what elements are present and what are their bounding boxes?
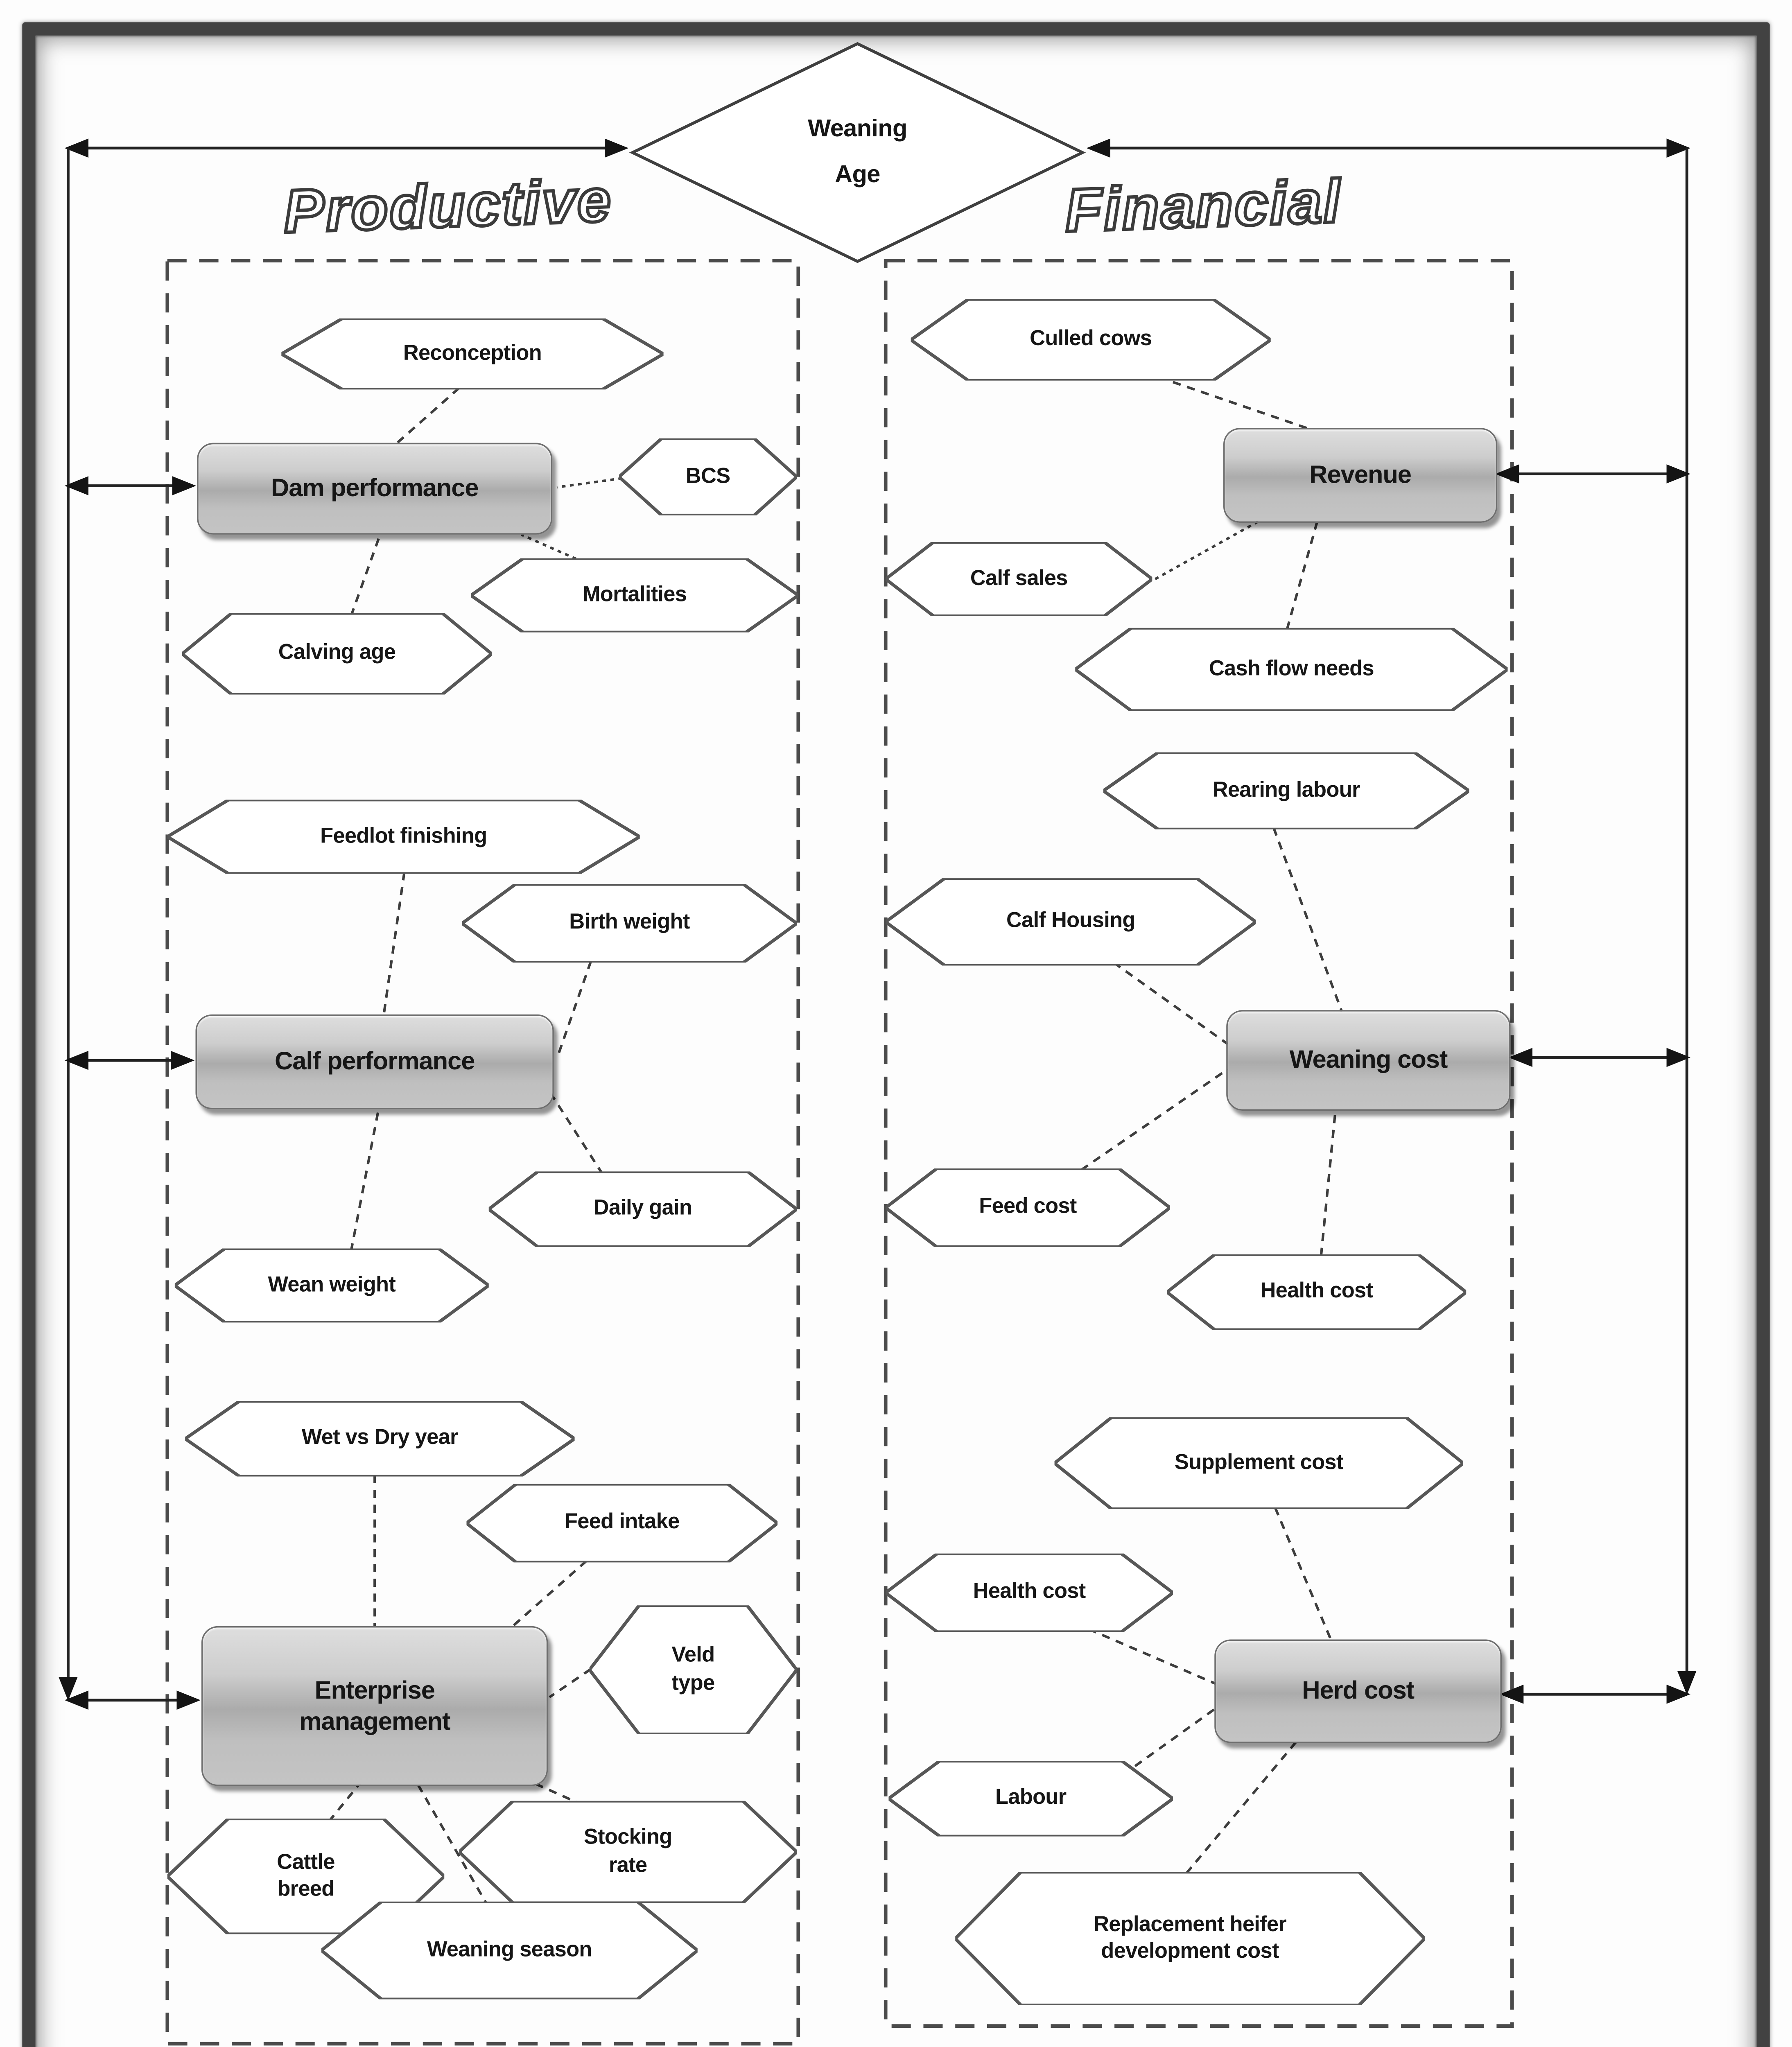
factor-birth-weight-label: Birth weight	[569, 911, 690, 935]
input-revenue: Revenue	[1223, 428, 1498, 523]
factor-weaning-season-label: Weaning season	[427, 1938, 592, 1962]
hexagon-shape	[911, 299, 1271, 381]
hexagon-shape	[466, 1484, 777, 1563]
factor-wet-vs-dry-year-label: Wet vs Dry year	[301, 1427, 459, 1451]
input-weaning-cost-label: Weaning cost	[1289, 1046, 1448, 1074]
factor-feed-intake: Feed intake	[466, 1484, 777, 1563]
factor-calf-housing: Calf Housing	[886, 878, 1256, 966]
factor-health-cost-weaning-label: Health cost	[1260, 1280, 1373, 1304]
factor-calf-sales-label: Calf sales	[970, 567, 1068, 591]
hexagon-shape	[185, 1401, 575, 1476]
outer-frame	[22, 22, 1770, 2047]
diamond-shape	[628, 41, 1087, 264]
factor-calving-age-label: Calving age	[278, 642, 396, 666]
factor-stocking-rate: Stocking rate	[459, 1801, 797, 1903]
hexagon-shape	[955, 1872, 1425, 2005]
factor-daily-gain-label: Daily gain	[593, 1197, 692, 1221]
factor-mortalities: Mortalities	[471, 558, 798, 633]
factor-cash-flow-needs-label: Cash flow needs	[1209, 657, 1374, 681]
hexagon-shape	[886, 1168, 1170, 1247]
hexagon-shape	[471, 558, 798, 633]
input-dam-performance-label: Dam performance	[271, 474, 479, 503]
factor-veld-type: Veld type	[589, 1605, 797, 1734]
input-herd-cost: Herd cost	[1214, 1639, 1502, 1743]
factor-feed-cost: Feed cost	[886, 1168, 1170, 1247]
factor-weaning-season: Weaning season	[321, 1901, 698, 2000]
factor-stocking-rate-label: Stocking rate	[583, 1826, 672, 1878]
section-title-productive: Productive	[281, 165, 615, 247]
decision-weaning-age: Weaning Age	[628, 41, 1087, 264]
input-calf-performance: Calf performance	[195, 1014, 554, 1109]
hexagon-shape	[1167, 1254, 1467, 1330]
factor-cash-flow-needs: Cash flow needs	[1075, 628, 1508, 711]
factor-rearing-labour-label: Rearing labour	[1212, 779, 1360, 803]
factor-health-cost-weaning: Health cost	[1167, 1254, 1467, 1330]
factor-cattle-breed-label: Cattle breed	[277, 1851, 335, 1902]
decision-weaning-age-label: Weaning Age	[808, 115, 907, 188]
input-weaning-cost: Weaning cost	[1226, 1010, 1511, 1111]
input-enterprise-management-label: Enterprise management	[299, 1676, 451, 1736]
hexagon-shape	[182, 613, 492, 695]
factor-reconception-label: Reconception	[403, 342, 542, 366]
input-herd-cost-label: Herd cost	[1302, 1677, 1415, 1705]
hexagon-shape	[462, 884, 797, 963]
hexagon-shape	[1054, 1417, 1463, 1509]
factor-daily-gain: Daily gain	[488, 1171, 797, 1247]
input-revenue-label: Revenue	[1309, 461, 1412, 490]
factor-birth-weight: Birth weight	[462, 884, 797, 963]
hexagon-shape	[1075, 628, 1508, 711]
factor-labour-label: Labour	[995, 1787, 1067, 1811]
factor-wean-weight: Wean weight	[174, 1248, 489, 1323]
factor-wet-vs-dry-year: Wet vs Dry year	[185, 1401, 575, 1476]
factor-supplement-cost-label: Supplement cost	[1174, 1451, 1343, 1475]
hexagon-shape	[886, 1553, 1173, 1632]
factor-feedlot-finishing: Feedlot finishing	[167, 800, 640, 874]
section-dashed-borders	[165, 259, 1514, 2046]
hexagon-shape	[1103, 752, 1469, 829]
hexagon-shape	[488, 1171, 797, 1247]
factor-culled-cows-label: Culled cows	[1030, 328, 1152, 352]
factor-calf-sales: Calf sales	[886, 542, 1152, 616]
factor-bcs: BCS	[619, 438, 797, 515]
hexagon-shape	[886, 542, 1152, 616]
factor-rearing-labour: Rearing labour	[1103, 752, 1469, 829]
factor-feed-intake-label: Feed intake	[564, 1511, 680, 1535]
factor-replacement-heifer-label: Replacement heifer development cost	[1094, 1913, 1287, 1964]
factor-feedlot-finishing-label: Feedlot finishing	[320, 825, 487, 849]
input-dam-performance: Dam performance	[197, 443, 553, 535]
factor-calving-age: Calving age	[182, 613, 492, 695]
hexagon-shape	[459, 1801, 797, 1903]
factor-labour: Labour	[888, 1761, 1173, 1837]
hexagon-shape	[886, 878, 1256, 966]
financial-section-border	[884, 259, 1514, 2028]
factor-culled-cows: Culled cows	[911, 299, 1271, 381]
factor-feed-cost-label: Feed cost	[979, 1195, 1077, 1220]
factor-calf-housing-label: Calf Housing	[1006, 910, 1135, 934]
factor-supplement-cost: Supplement cost	[1054, 1417, 1463, 1509]
solid-arrows	[59, 138, 1697, 1710]
factor-mortalities-label: Mortalities	[582, 583, 687, 607]
factor-health-cost-herd-label: Health cost	[973, 1581, 1086, 1605]
section-title-financial: Financial	[1062, 165, 1345, 246]
factor-health-cost-herd: Health cost	[886, 1553, 1173, 1632]
hexagon-shape	[167, 800, 640, 874]
hexagon-shape	[174, 1248, 489, 1323]
hexagon-shape	[619, 438, 797, 515]
hexagon-shape	[281, 318, 663, 390]
input-calf-performance-label: Calf performance	[274, 1047, 475, 1076]
factor-bcs-label: BCS	[685, 465, 730, 489]
factor-reconception: Reconception	[281, 318, 663, 390]
hexagon-shape	[888, 1761, 1173, 1837]
factor-wean-weight-label: Wean weight	[268, 1273, 396, 1297]
hexagon-shape	[589, 1605, 797, 1734]
factor-veld-type-label: Veld type	[671, 1644, 715, 1695]
hexagon-shape	[321, 1901, 698, 2000]
input-enterprise-management: Enterprise management	[201, 1626, 548, 1786]
factor-replacement-heifer: Replacement heifer development cost	[955, 1872, 1425, 2005]
